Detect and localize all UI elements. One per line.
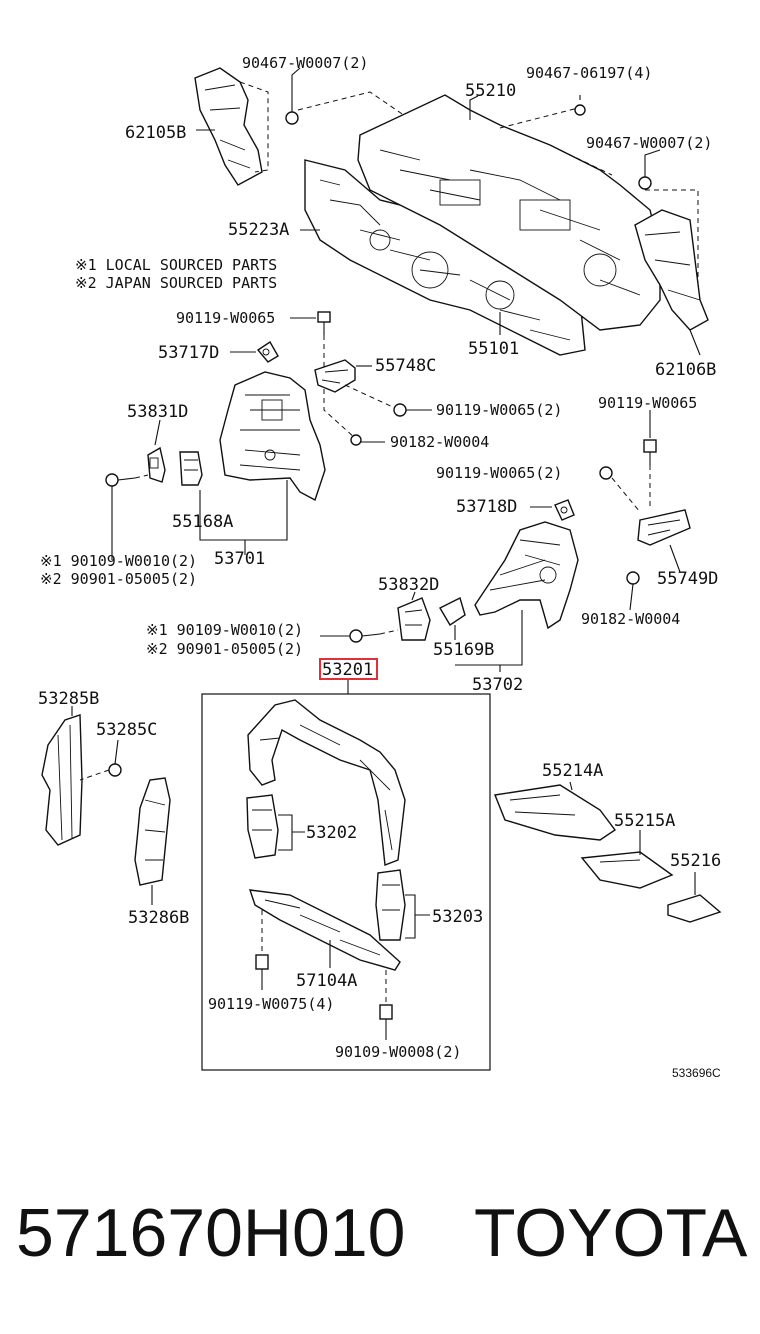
label-note-japan-sourced: ※2 JAPAN SOURCED PARTS [75, 274, 277, 292]
label-90182-w0004-a: 90182-W0004 [390, 433, 489, 451]
clip-90467-06197[interactable] [574, 95, 586, 116]
bolt-90119-w0065-2a[interactable] [393, 403, 407, 417]
bolt-90119-w0065-2b[interactable] [599, 466, 613, 480]
label-53717d: 53717D [158, 343, 219, 363]
label-53702: 53702 [472, 675, 523, 695]
label-53285c: 53285C [96, 720, 157, 740]
part-55210[interactable] [357, 94, 661, 331]
label-53831d: 53831D [127, 402, 188, 422]
part-53702[interactable] [474, 521, 579, 630]
label-53286b: 53286B [128, 908, 189, 928]
part-57104a[interactable] [248, 889, 401, 971]
clip-53285c[interactable] [108, 763, 122, 777]
bolt-90119-w0075[interactable] [255, 954, 269, 970]
nut-90182-w0004-b[interactable] [626, 571, 640, 585]
part-53701[interactable] [219, 371, 326, 502]
part-55216[interactable] [667, 894, 722, 923]
support-box-53201 [201, 680, 491, 1071]
part-53718d[interactable] [554, 499, 575, 521]
part-55748c[interactable] [314, 359, 356, 393]
bolt-90109-w0010-a[interactable] [105, 473, 136, 487]
label-90182-w0004-b: 90182-W0004 [581, 610, 680, 628]
label-90119-w0065-b: 90119-W0065 [598, 394, 697, 412]
part-53202[interactable] [246, 794, 279, 859]
footer-brand: TOYOTA [474, 1195, 748, 1271]
label-55168a: 55168A [172, 512, 233, 532]
dash-panel-group [194, 67, 709, 356]
label-62105b: 62105B [125, 123, 186, 143]
part-55749d[interactable] [637, 509, 691, 546]
footer: 571670H010 TOYOTA [16, 1195, 748, 1271]
part-62105b[interactable] [194, 67, 263, 186]
left-apron-group [105, 311, 432, 560]
bolt-90119-w0065-a[interactable] [317, 311, 331, 335]
label-53201: 53201 [322, 660, 373, 680]
right-cover-group [494, 781, 722, 923]
label-55748c: 55748C [375, 356, 436, 376]
label-57104a: 57104A [296, 971, 357, 991]
label-90119-w0065-2a: 90119-W0065(2) [436, 401, 562, 419]
label-90109-w0010-b: ※1 90109-W0010(2) [146, 621, 303, 639]
label-55214a: 55214A [542, 761, 603, 781]
label-55169b: 55169B [433, 640, 494, 660]
label-90119-w0065-2b: 90119-W0065(2) [436, 464, 562, 482]
part-53286b[interactable] [134, 777, 171, 886]
label-90467-w0007-right: 90467-W0007(2) [586, 134, 712, 152]
label-53203: 53203 [432, 907, 483, 927]
label-62106b: 62106B [655, 360, 716, 380]
clip-90467-w0007-right[interactable] [638, 176, 652, 190]
bolt-90119-w0065-b[interactable] [643, 439, 657, 465]
label-55215a: 55215A [614, 811, 675, 831]
part-62106b[interactable] [634, 209, 709, 331]
label-90901-05005-b: ※2 90901-05005(2) [146, 640, 303, 658]
part-53285b[interactable] [41, 714, 83, 846]
part-53201-frame[interactable] [247, 699, 406, 866]
bolt-90109-w0008[interactable] [379, 1004, 393, 1020]
label-90467-w0007-top: 90467-W0007(2) [242, 54, 368, 72]
left-seal-group [41, 706, 171, 905]
label-55101: 55101 [468, 339, 519, 359]
part-55215a[interactable] [580, 851, 674, 889]
label-90119-w0075: 90119-W0075(4) [208, 995, 334, 1013]
label-53285b: 53285B [38, 689, 99, 709]
highlight-53201[interactable]: 53201 [319, 658, 378, 680]
part-53203[interactable] [375, 869, 406, 941]
part-53832d[interactable] [397, 597, 431, 641]
label-90109-w0010-a: ※1 90109-W0010(2) [40, 552, 197, 570]
bolt-90109-w0010-b[interactable] [349, 629, 381, 643]
label-55216: 55216 [670, 851, 721, 871]
label-55223a: 55223A [228, 220, 289, 240]
label-90467-06197: 90467-06197(4) [526, 64, 652, 82]
part-53717d[interactable] [256, 341, 279, 363]
label-53701: 53701 [214, 549, 265, 569]
footer-part-number: 571670H010 [16, 1195, 405, 1271]
part-55169b[interactable] [439, 596, 466, 626]
label-90901-05005-a: ※2 90901-05005(2) [40, 570, 197, 588]
label-55210: 55210 [465, 81, 516, 101]
label-55749d: 55749D [657, 569, 718, 589]
label-note-local-sourced: ※1 LOCAL SOURCED PARTS [75, 256, 277, 274]
label-90119-w0065-a: 90119-W0065 [176, 309, 275, 327]
label-diagram-id: 533696C [672, 1066, 721, 1080]
part-55223a[interactable] [304, 159, 586, 356]
right-apron-group [320, 410, 691, 672]
label-53718d: 53718D [456, 497, 517, 517]
part-55214a[interactable] [494, 784, 617, 841]
nut-90182-w0004-a[interactable] [350, 434, 362, 446]
callout-labels: 90467-W0007(2) 62105B 55210 90467-06197(… [38, 54, 721, 1080]
clip-90467-w0007-top[interactable] [285, 111, 299, 125]
label-53202: 53202 [306, 823, 357, 843]
label-90109-w0008: 90109-W0008(2) [335, 1043, 461, 1061]
part-53831d[interactable] [147, 446, 166, 483]
part-55168a[interactable] [179, 451, 203, 486]
label-53832d: 53832D [378, 575, 439, 595]
